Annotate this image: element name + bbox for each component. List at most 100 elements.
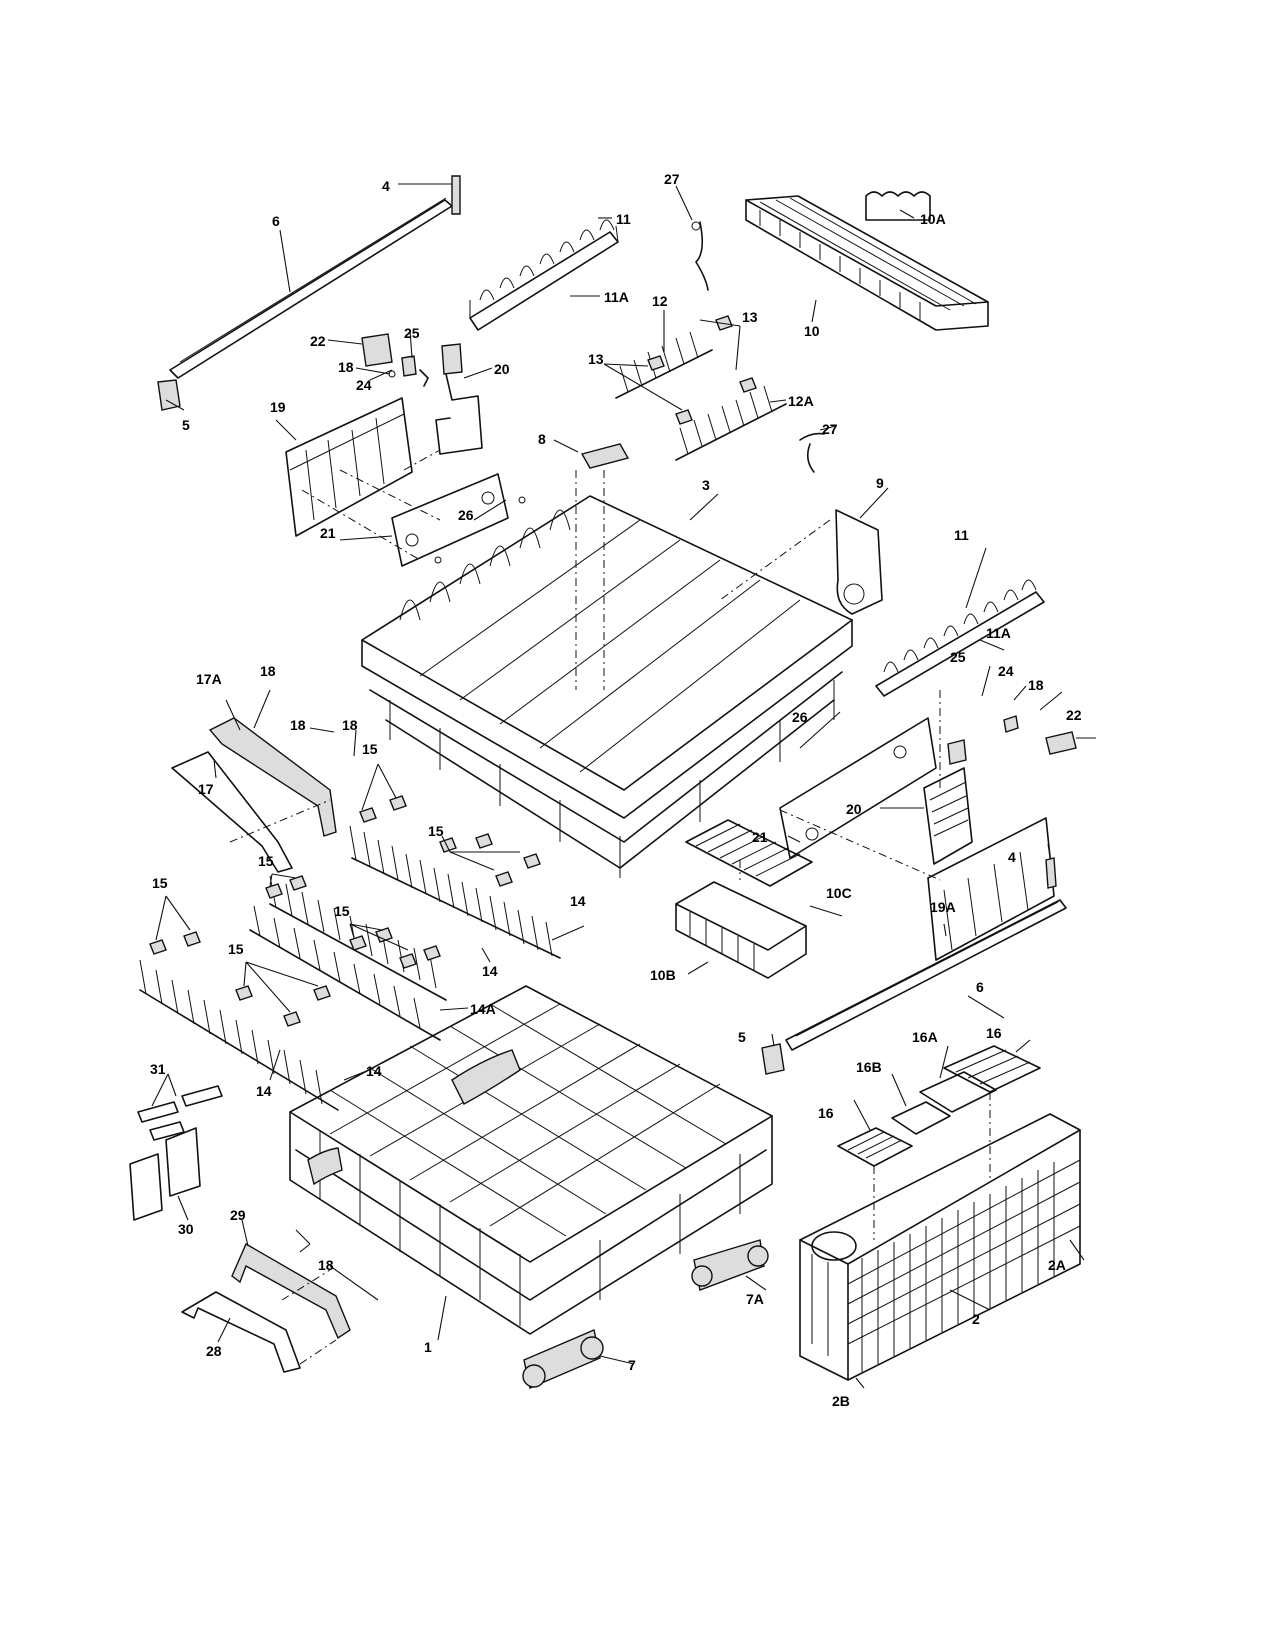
tine-clips-15	[149, 795, 541, 1027]
callout-16-a: 16	[986, 1025, 1002, 1041]
callout-14A: 14A	[470, 1001, 496, 1017]
callout-11A-top: 11A	[604, 289, 629, 305]
callout-10C: 10C	[826, 885, 852, 901]
basket-cover-16B	[891, 1101, 951, 1135]
callout-14-b: 14	[482, 963, 498, 979]
callout-5-top: 5	[182, 417, 190, 433]
basket-cover-10A	[865, 191, 931, 221]
callout-19A: 19A	[930, 899, 956, 915]
callout-17: 17	[198, 781, 214, 797]
callout-6-right: 6	[976, 979, 984, 995]
callout-14-c: 14	[366, 1063, 382, 1079]
callout-13-right: 13	[742, 309, 758, 325]
tine-clips-13	[647, 315, 757, 425]
wheel-carrier-7	[522, 1329, 604, 1389]
callout-15-f: 15	[228, 941, 244, 957]
tine-row-14-center	[269, 875, 447, 1001]
callout-31: 31	[150, 1061, 166, 1077]
alignment-lines	[229, 449, 991, 1365]
callout-2: 2	[972, 1311, 980, 1327]
callout-10A: 10A	[920, 211, 946, 227]
adjuster-housing-left	[285, 397, 413, 537]
callout-18-right: 18	[1028, 677, 1044, 693]
power-cord-27-mid	[799, 432, 825, 473]
callout-18-b: 18	[290, 717, 306, 733]
power-cord-27-top	[691, 221, 709, 291]
basket-cover-16-left	[837, 1127, 913, 1167]
callout-15-c: 15	[258, 853, 274, 869]
callout-28: 28	[206, 1343, 222, 1359]
callout-15-a: 15	[362, 741, 378, 757]
callout-1: 1	[424, 1339, 432, 1355]
callout-14-d: 14	[256, 1083, 272, 1099]
utensil-basket-10	[745, 195, 989, 331]
callout-11-top: 11	[616, 211, 631, 227]
callout-22-top: 22	[310, 333, 326, 349]
tine-row-14-lower	[139, 959, 339, 1111]
callout-26-top: 26	[458, 507, 474, 523]
callout-9: 9	[876, 475, 884, 491]
callout-15-b: 15	[428, 823, 444, 839]
callout-2B: 2B	[832, 1393, 850, 1409]
callout-8: 8	[538, 431, 546, 447]
upper-rail-left	[157, 175, 461, 411]
callout-12A: 12A	[788, 393, 814, 409]
callout-22-right: 22	[1066, 707, 1082, 723]
callout-4-right: 4	[1008, 849, 1016, 865]
callout-7: 7	[628, 1357, 636, 1373]
silverware-basket-2	[799, 1113, 1081, 1381]
rack-adjuster-clip-group-right	[1003, 715, 1077, 755]
callout-17A: 17A	[196, 671, 222, 687]
tine-row-14-upper	[349, 825, 561, 959]
rack-adjuster-clip-group-left	[361, 333, 429, 387]
bracket-plate-left	[391, 473, 526, 567]
callout-27-mid: 27	[822, 421, 838, 437]
callout-10B: 10B	[650, 967, 676, 983]
callout-18-d: 18	[318, 1257, 334, 1273]
callout-6-top: 6	[272, 213, 280, 229]
callout-5-right: 5	[738, 1029, 746, 1045]
handle-cover-17A	[208, 717, 337, 837]
callout-4-top: 4	[382, 178, 390, 194]
callout-13-left: 13	[588, 351, 604, 367]
callout-labels: 4 27 10A 6 11 11A 1 2 13 13 10 22 25 18 2…	[150, 171, 1082, 1409]
callout-15-d: 15	[152, 875, 168, 891]
basket-cover-16-right	[943, 1045, 1041, 1093]
upper-rack-3	[361, 495, 853, 878]
callout-30: 30	[178, 1221, 194, 1237]
cup-shelf-top	[469, 219, 619, 331]
handle-cover-29	[231, 1243, 351, 1340]
callout-21-top: 21	[320, 525, 336, 541]
callout-15-e: 15	[334, 903, 350, 919]
callout-7A: 7A	[746, 1291, 764, 1307]
callout-14-a: 14	[570, 893, 586, 909]
callout-11A-right: 11A	[986, 625, 1011, 641]
callout-18-c: 18	[342, 717, 358, 733]
tine-latch-31	[137, 1085, 223, 1141]
tine-row-12A	[675, 385, 787, 461]
tine-latch-30	[129, 1127, 201, 1221]
callout-18-top: 18	[338, 359, 354, 375]
small-basket-10B	[675, 881, 807, 979]
callout-25-top: 25	[404, 325, 420, 341]
cup-shelf-right	[875, 579, 1045, 697]
callout-18-a: 18	[260, 663, 276, 679]
callout-16A: 16A	[912, 1029, 938, 1045]
callout-16-b: 16	[818, 1105, 834, 1121]
lower-rack-1	[289, 985, 773, 1335]
callout-20-top: 20	[494, 361, 510, 377]
callout-24-top: 24	[356, 377, 372, 393]
leader-lines	[151, 183, 1096, 1389]
callout-29: 29	[230, 1207, 246, 1223]
handle-28	[181, 1291, 301, 1373]
upper-rail-right	[761, 857, 1067, 1075]
wheel-carrier-7A	[691, 1239, 769, 1291]
callout-11-right: 11	[954, 527, 969, 543]
clip-8	[580, 443, 630, 469]
callout-10: 10	[804, 323, 820, 339]
callout-3: 3	[702, 477, 710, 493]
callout-20-right: 20	[846, 801, 862, 817]
callout-24-right: 24	[998, 663, 1014, 679]
bracket-plate-right	[779, 717, 937, 859]
